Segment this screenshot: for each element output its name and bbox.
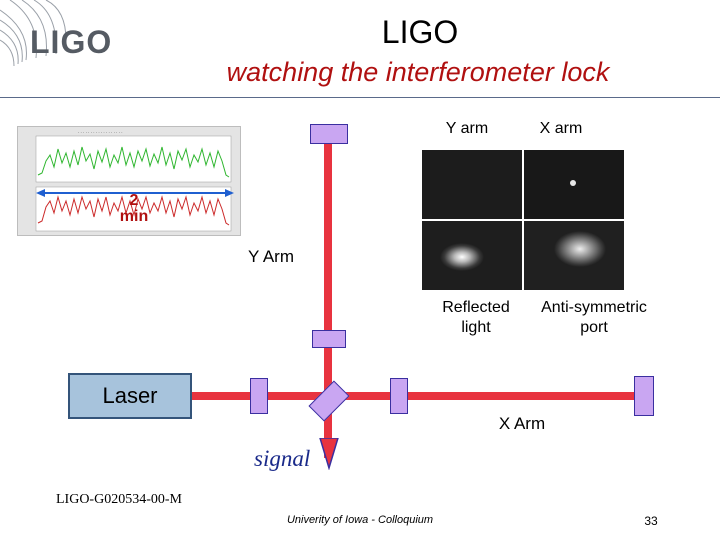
x-end-mirror xyxy=(634,376,654,416)
camera-x-arm-image xyxy=(524,150,624,219)
x-input-mirror xyxy=(390,378,408,414)
x-arm-label: X Arm xyxy=(498,414,546,433)
y-arm-beam xyxy=(324,138,332,458)
reflected-label-line2: light xyxy=(461,319,491,336)
document-id: LIGO-G020534-00-M xyxy=(56,492,182,507)
svg-text:· · · · · · · · · · · · · · ·: · · · · · · · · · · · · · · · · · · xyxy=(78,130,123,135)
page-number: 33 xyxy=(644,514,658,528)
ligo-logo: LIGO xyxy=(0,0,140,90)
camera-grid xyxy=(422,150,624,290)
signal-label: signal xyxy=(254,446,311,471)
camera-x-arm-label: X arm xyxy=(539,120,583,137)
slide-subtitle: watching the interferometer lock xyxy=(226,57,610,87)
reflected-label-line1: Reflected xyxy=(442,299,510,316)
recycling-mirror xyxy=(250,378,268,414)
time-scale-label: 2 min xyxy=(114,193,154,225)
logo-text: LIGO xyxy=(30,24,113,60)
antisym-label-line2: port xyxy=(580,319,608,336)
y-end-mirror xyxy=(310,124,348,144)
venue-footer: Univerity of Iowa - Colloquium xyxy=(286,514,434,526)
time-scale-unit: min xyxy=(119,208,149,225)
camera-reflected-image xyxy=(422,221,522,290)
time-scale-number: 2 xyxy=(129,192,139,209)
camera-y-arm-label: Y arm xyxy=(445,120,489,137)
x-arm-beam xyxy=(190,392,644,400)
beam-splitter xyxy=(308,380,350,422)
camera-antisym-image xyxy=(524,221,624,290)
antisym-label-line1: Anti-symmetric xyxy=(541,299,647,316)
title-divider xyxy=(0,97,720,98)
strip-chart-graphic: · · · · · · · · · · · · · · · · · · xyxy=(18,127,240,235)
y-input-mirror xyxy=(312,330,346,348)
antisym-port-label: Anti-symmetric port xyxy=(524,298,664,338)
reflected-light-label: Reflected light xyxy=(426,298,526,338)
logo-arcs-icon xyxy=(0,0,67,67)
signal-arrow-icon xyxy=(319,438,339,470)
laser-box: Laser xyxy=(68,373,192,419)
y-arm-label: Y Arm xyxy=(248,247,294,266)
x-arm-spot xyxy=(570,180,576,186)
slide-title: LIGO xyxy=(381,14,459,50)
lock-strip-chart: · · · · · · · · · · · · · · · · · · 2 mi… xyxy=(17,126,241,236)
camera-y-arm-image xyxy=(422,150,522,219)
